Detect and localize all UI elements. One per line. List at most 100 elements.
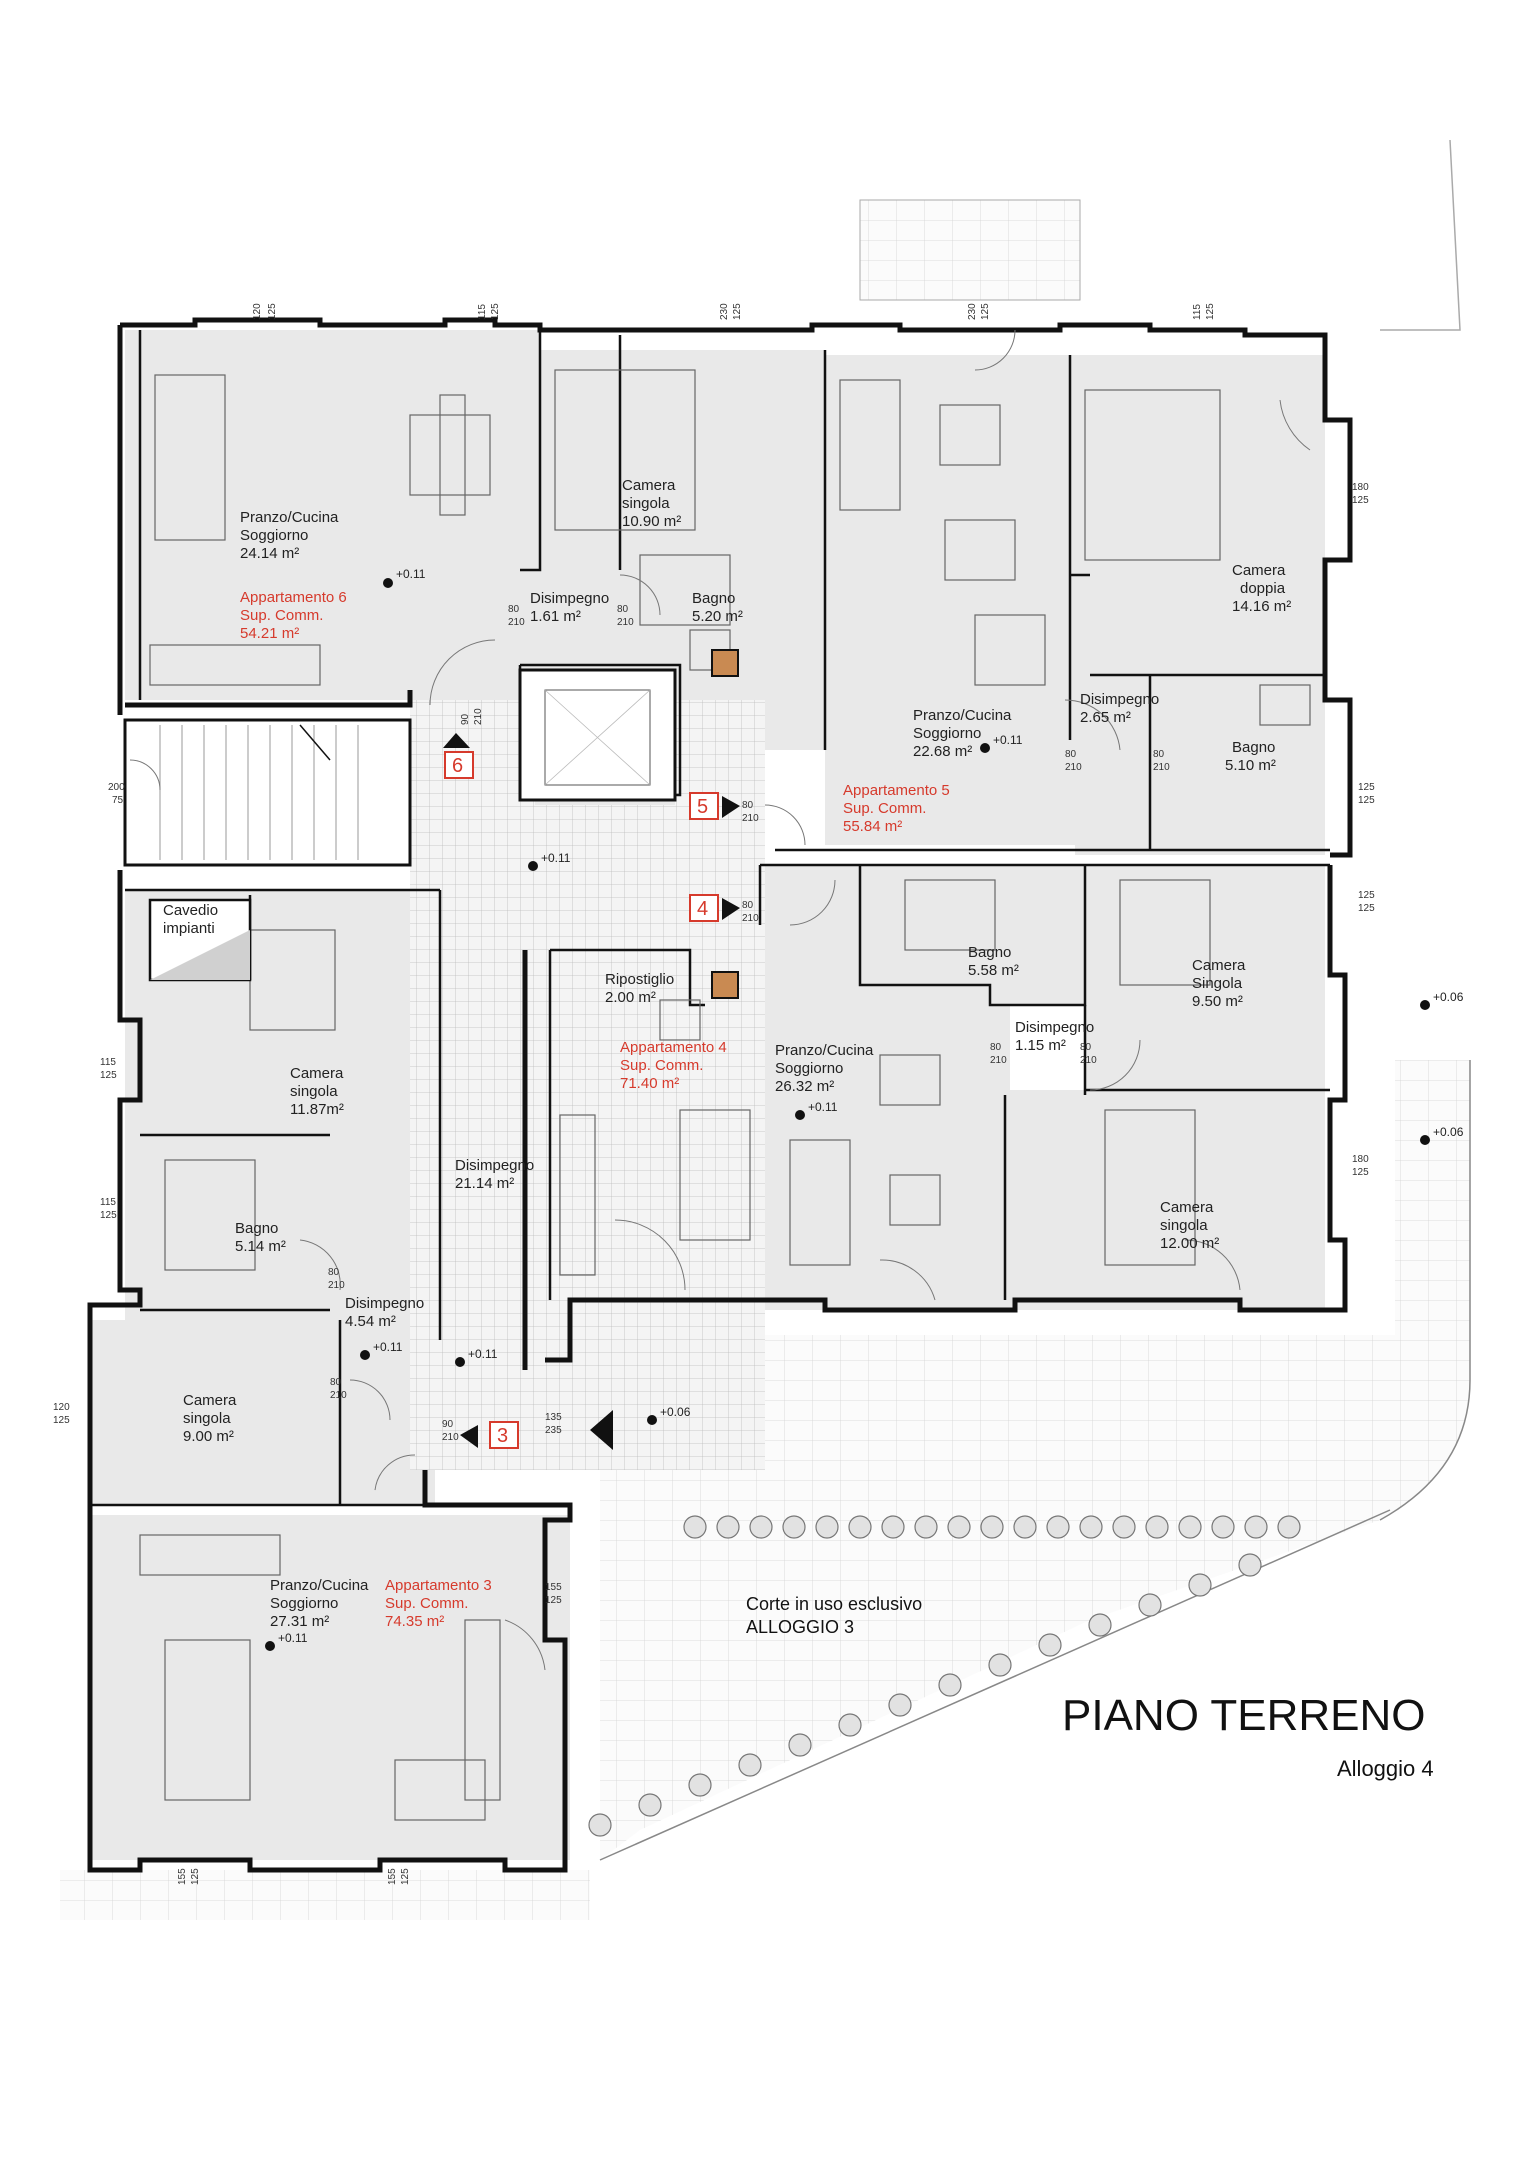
svg-text:+0.11: +0.11 bbox=[993, 733, 1023, 747]
svg-text:125: 125 bbox=[1358, 890, 1375, 901]
shrub bbox=[980, 1515, 1004, 1539]
a4-apt-label: Appartamento 4 bbox=[620, 1039, 727, 1056]
a5-bath-name: Bagno bbox=[1232, 739, 1275, 756]
shrub bbox=[1188, 1573, 1212, 1597]
level-mark: +0.11 bbox=[360, 1340, 403, 1360]
a5-hall-name: Disimpegno bbox=[1080, 691, 1159, 708]
svg-text:210: 210 bbox=[330, 1390, 347, 1401]
a5-hall-area: 2.65 m² bbox=[1080, 709, 1131, 726]
entrance-marker-6: 6 bbox=[443, 733, 474, 779]
a4-bed1-name: Camera bbox=[1192, 957, 1246, 974]
shrub bbox=[1112, 1515, 1136, 1539]
a4-bed1-name2: Singola bbox=[1192, 975, 1243, 992]
svg-text:+0.11: +0.11 bbox=[396, 567, 426, 581]
svg-text:125: 125 bbox=[1358, 782, 1375, 793]
shrub bbox=[749, 1515, 773, 1539]
a6-bath-name: Bagno bbox=[692, 590, 735, 607]
svg-text:75: 75 bbox=[112, 795, 124, 806]
a4-bed2-name2: singola bbox=[1160, 1217, 1208, 1234]
shrub bbox=[1238, 1553, 1262, 1577]
a5-bath-area: 5.10 m² bbox=[1225, 757, 1276, 774]
svg-text:80: 80 bbox=[1065, 749, 1077, 760]
shrub bbox=[1088, 1613, 1112, 1637]
shrub bbox=[1013, 1515, 1037, 1539]
svg-text:210: 210 bbox=[990, 1055, 1007, 1066]
shrub bbox=[988, 1653, 1012, 1677]
building-fills bbox=[90, 330, 1325, 1860]
shrub bbox=[1211, 1515, 1235, 1539]
svg-text:125: 125 bbox=[1358, 903, 1375, 914]
cavedio-name2: impianti bbox=[163, 920, 215, 937]
svg-text:230: 230 bbox=[719, 303, 730, 320]
shrub bbox=[638, 1793, 662, 1817]
svg-text:210: 210 bbox=[742, 913, 759, 924]
a6-bed-name: Camera bbox=[622, 477, 676, 494]
svg-text:80: 80 bbox=[742, 900, 754, 911]
shrub bbox=[688, 1773, 712, 1797]
a6-hall-area: 1.61 m² bbox=[530, 608, 581, 625]
svg-text:+0.11: +0.11 bbox=[541, 851, 571, 865]
hedge bbox=[588, 1515, 1301, 1837]
shrub bbox=[838, 1713, 862, 1737]
entrance-marker-4: 4 bbox=[689, 894, 740, 922]
svg-text:125: 125 bbox=[190, 1868, 201, 1885]
svg-text:80: 80 bbox=[330, 1377, 342, 1388]
shrub bbox=[1079, 1515, 1103, 1539]
a3-living-name2: Soggiorno bbox=[270, 1595, 338, 1612]
door-swings bbox=[129, 329, 1311, 1671]
a3-apt-label: Appartamento 3 bbox=[385, 1577, 492, 1594]
page-subtitle: Alloggio 4 bbox=[1337, 1756, 1434, 1781]
shrub bbox=[1038, 1633, 1062, 1657]
a5-bed-name2: doppia bbox=[1240, 580, 1286, 597]
a3-hall-area: 4.54 m² bbox=[345, 1313, 396, 1330]
shrub bbox=[938, 1673, 962, 1697]
svg-text:155: 155 bbox=[545, 1582, 562, 1593]
svg-text:210: 210 bbox=[742, 813, 759, 824]
svg-text:+0.11: +0.11 bbox=[468, 1347, 498, 1361]
page-title: PIANO TERRENO bbox=[1062, 1691, 1425, 1740]
courtyard-line1: Corte in uso esclusivo bbox=[746, 1594, 922, 1614]
a4-sup-label: Sup. Comm. bbox=[620, 1057, 703, 1074]
svg-text:180: 180 bbox=[1352, 482, 1369, 493]
svg-text:115: 115 bbox=[100, 1057, 116, 1068]
common-hall-name: Disimpegno bbox=[455, 1157, 534, 1174]
svg-text:+0.06: +0.06 bbox=[1433, 1125, 1464, 1139]
a5-living-name2: Soggiorno bbox=[913, 725, 981, 742]
svg-text:4: 4 bbox=[697, 898, 708, 920]
walls bbox=[87, 317, 1353, 1873]
shrub bbox=[738, 1753, 762, 1777]
svg-text:80: 80 bbox=[1153, 749, 1165, 760]
level-mark: +0.06 bbox=[1420, 1125, 1464, 1145]
a3-bed2-name: Camera bbox=[183, 1392, 237, 1409]
a3-bed1-area: 11.87m² bbox=[290, 1101, 344, 1118]
a6-living-name2: Soggiorno bbox=[240, 527, 308, 544]
svg-text:+0.11: +0.11 bbox=[278, 1631, 308, 1645]
svg-text:125: 125 bbox=[100, 1070, 117, 1081]
a4-store-area: 2.00 m² bbox=[605, 989, 656, 1006]
a4-hall-area: 1.15 m² bbox=[1015, 1037, 1066, 1054]
level-mark: +0.11 bbox=[528, 851, 571, 871]
svg-text:5: 5 bbox=[697, 796, 708, 818]
svg-text:210: 210 bbox=[1153, 762, 1170, 773]
shrub bbox=[1178, 1515, 1202, 1539]
svg-text:235: 235 bbox=[545, 1425, 562, 1436]
courtyard-line2: ALLOGGIO 3 bbox=[746, 1617, 854, 1637]
svg-text:155: 155 bbox=[177, 1868, 188, 1885]
a3-living-area: 27.31 m² bbox=[270, 1613, 329, 1630]
svg-text:125: 125 bbox=[1205, 303, 1216, 320]
shrub bbox=[1277, 1515, 1301, 1539]
a4-bed2-area: 12.00 m² bbox=[1160, 1235, 1219, 1252]
shrub bbox=[1244, 1515, 1268, 1539]
a4-bed2-name: Camera bbox=[1160, 1199, 1214, 1216]
a4-bed1-area: 9.50 m² bbox=[1192, 993, 1243, 1010]
a4-living-name2: Soggiorno bbox=[775, 1060, 843, 1077]
furniture bbox=[139, 369, 1311, 1821]
a4-living-name: Pranzo/Cucina bbox=[775, 1042, 874, 1059]
shrub bbox=[683, 1515, 707, 1539]
svg-text:115: 115 bbox=[100, 1197, 116, 1208]
svg-text:125: 125 bbox=[732, 303, 743, 320]
dimension-labels: 120 125 115 125 230 125 230 125 115 125 … bbox=[53, 303, 1375, 1885]
stairwell bbox=[123, 718, 412, 867]
level-marks: +0.11 +0.11 +0.11 +0.11 +0.11 +0.11 +0.1… bbox=[265, 567, 1464, 1651]
